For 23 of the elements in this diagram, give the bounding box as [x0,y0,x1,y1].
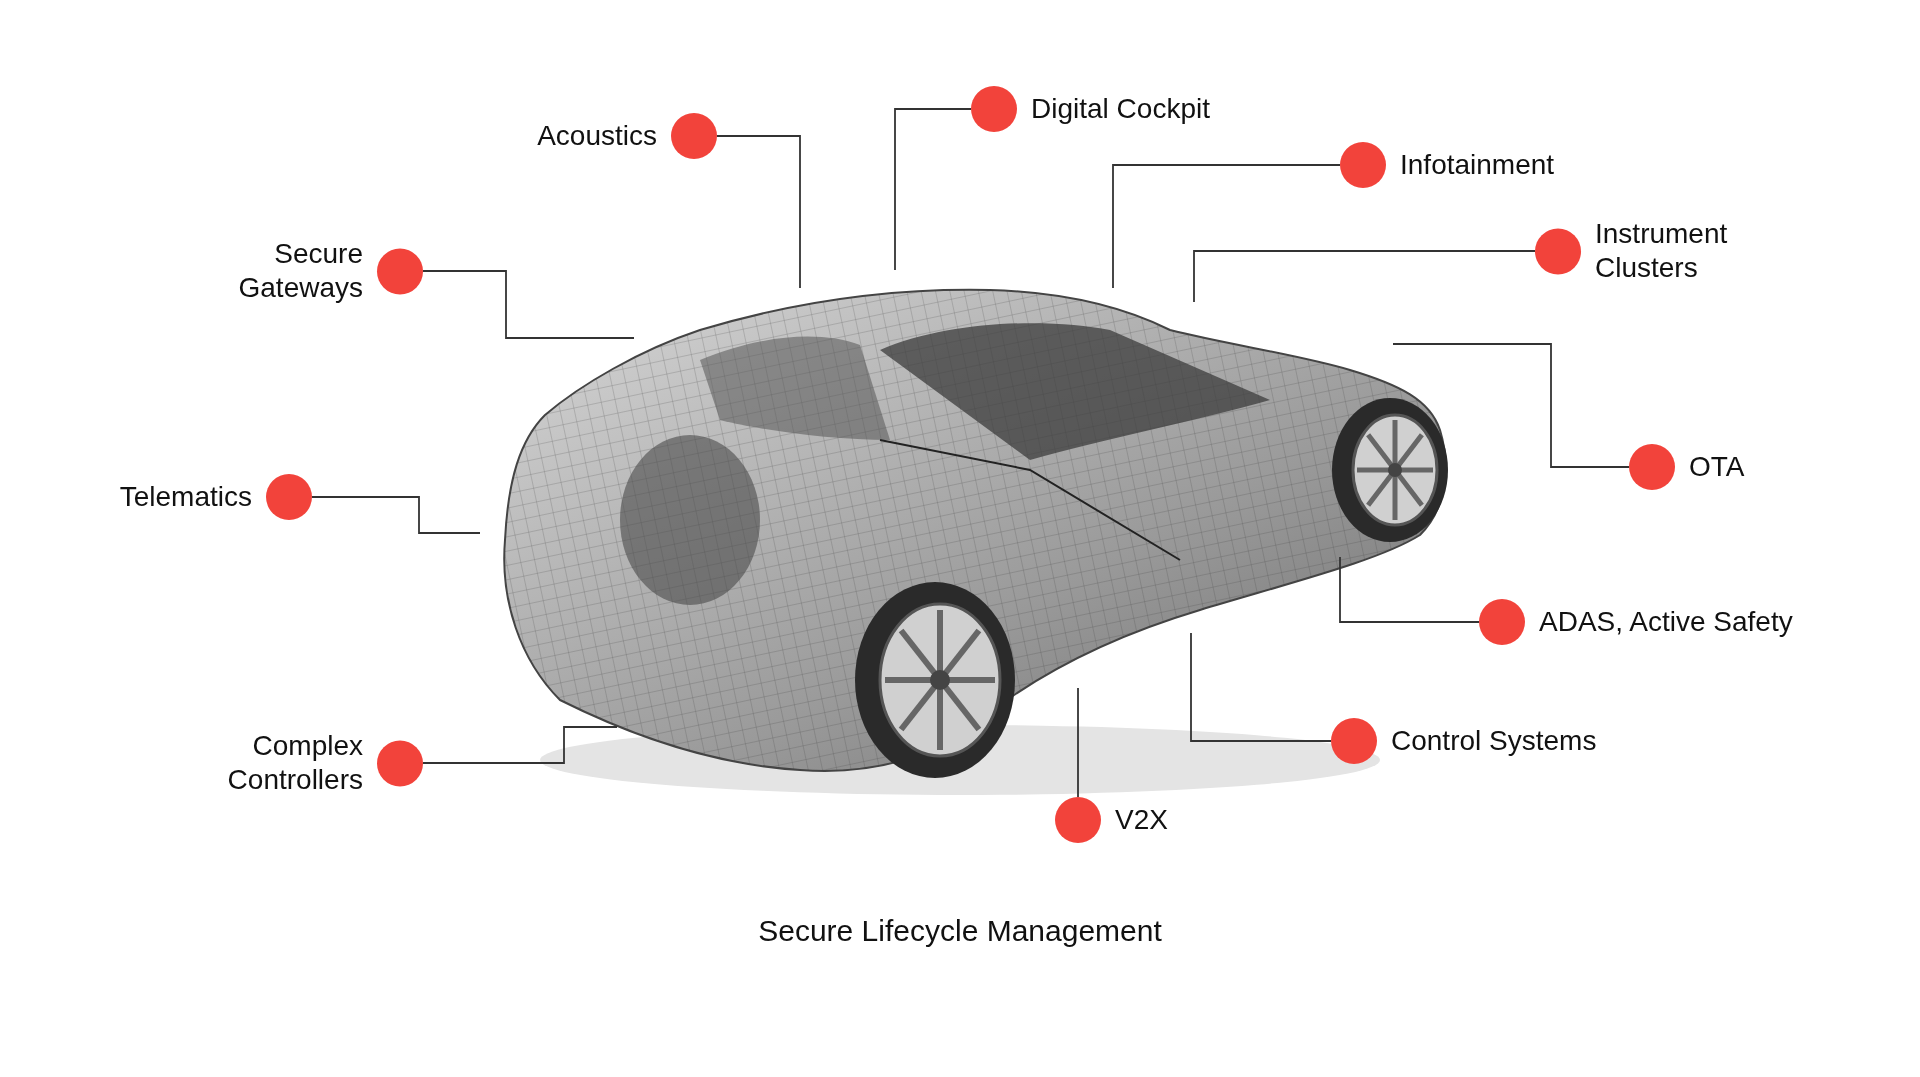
callout-label: Secure Gateways [237,237,363,305]
leader-line [1112,164,1341,289]
callout-label: OTA [1689,450,1745,484]
leader-line [422,726,618,764]
callout-label: Control Systems [1391,724,1597,758]
leader-line [1339,556,1480,623]
leader-line [894,108,972,271]
leader-line [716,135,801,289]
callout-label: Instrument Clusters [1595,217,1729,285]
callout-label: V2X [1115,803,1168,837]
leader-line [422,270,635,339]
callout-label: Digital Cockpit [1031,92,1210,126]
callout-label: ADAS, Active Safety [1539,605,1793,639]
leader-line [1077,687,1079,798]
callout-label: Acoustics [537,119,657,153]
leader-line [311,496,481,534]
leader-line [1190,632,1332,742]
callout-label: Complex Controllers [226,729,363,797]
leader-line [1392,343,1630,468]
caption: Secure Lifecycle Management [757,914,1163,948]
leader-line [1193,250,1536,303]
callout-label: Infotainment [1400,148,1555,182]
callout-label: Telematics [119,480,252,514]
